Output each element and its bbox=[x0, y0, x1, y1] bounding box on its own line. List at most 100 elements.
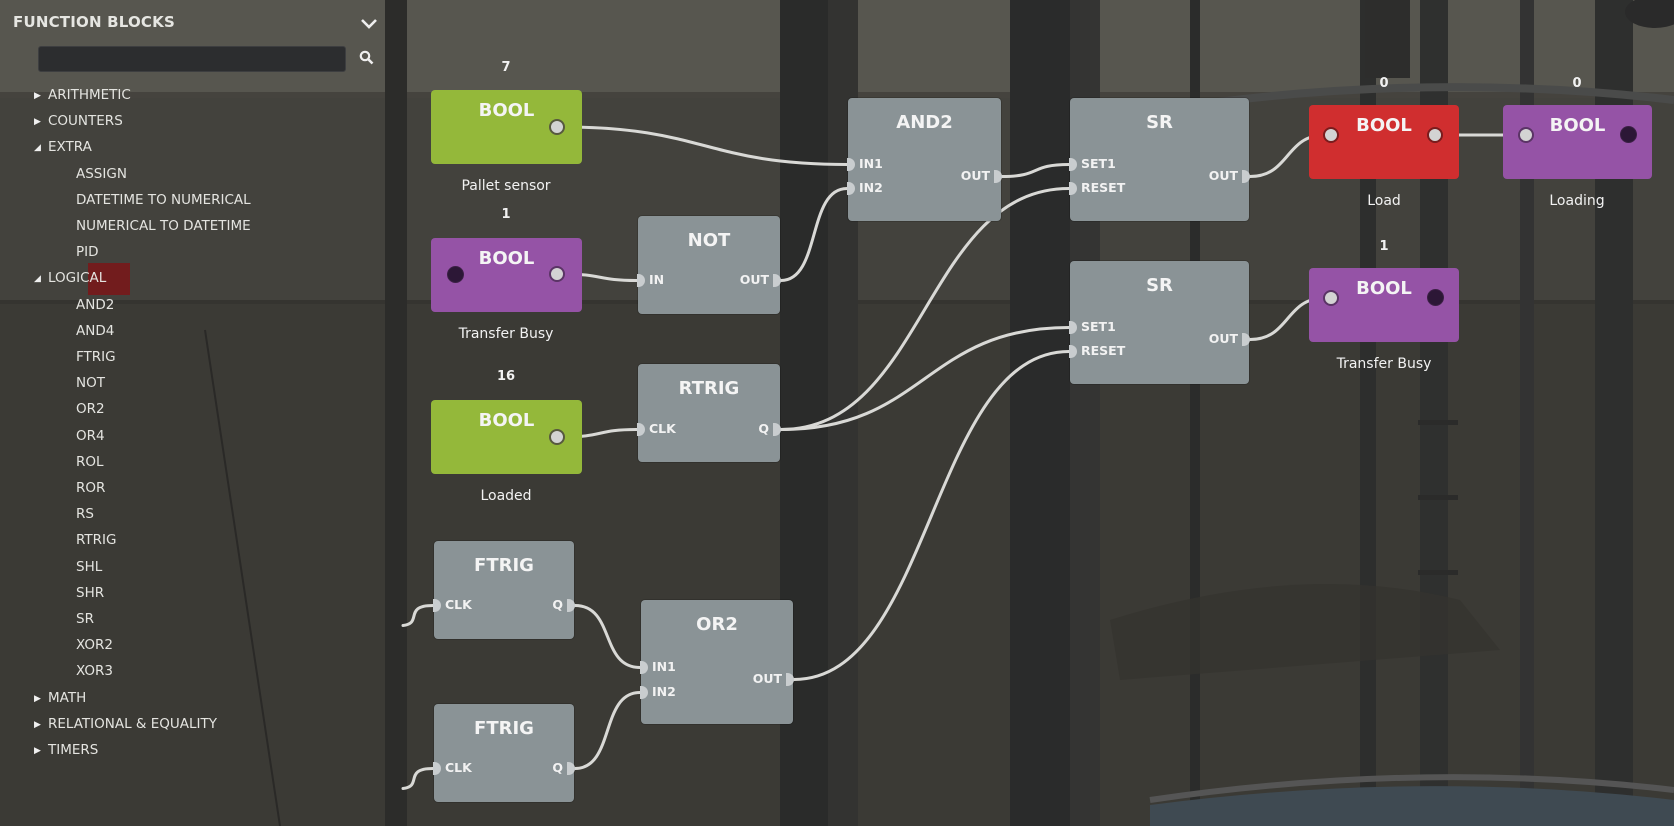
tree-item-xor3[interactable]: XOR3 bbox=[76, 663, 113, 679]
connector-icon[interactable] bbox=[1069, 182, 1077, 195]
output-port-q[interactable]: Q bbox=[758, 421, 781, 436]
connector-icon[interactable] bbox=[1069, 321, 1077, 334]
connector-icon[interactable] bbox=[1242, 333, 1250, 346]
function-block-ftrig[interactable]: FTRIG CLK Q bbox=[433, 704, 575, 802]
function-block-and2[interactable]: AND2 IN1 IN2 OUT bbox=[847, 98, 1002, 221]
tree-item-datetime-to-numerical[interactable]: DATETIME TO NUMERICAL bbox=[76, 192, 251, 208]
input-port-set1[interactable]: SET1 bbox=[1069, 156, 1116, 171]
connector-icon[interactable] bbox=[567, 762, 575, 775]
collapsed-triangle-icon[interactable]: ▶ bbox=[34, 746, 41, 756]
input-port-in1[interactable]: IN1 bbox=[847, 156, 883, 171]
input-port-in[interactable]: IN bbox=[637, 272, 664, 287]
input-port-in2[interactable]: IN2 bbox=[847, 180, 883, 195]
tree-item-and2[interactable]: AND2 bbox=[76, 297, 115, 313]
output-port-q[interactable]: Q bbox=[552, 597, 575, 612]
collapsed-triangle-icon[interactable]: ▶ bbox=[34, 720, 41, 730]
variable-node-loading[interactable]: BOOL bbox=[1503, 105, 1652, 179]
input-port-reset[interactable]: RESET bbox=[1069, 343, 1125, 358]
output-port-q[interactable]: Q bbox=[552, 760, 575, 775]
function-block-sr[interactable]: SR SET1 RESET OUT bbox=[1069, 98, 1250, 221]
connector-icon[interactable] bbox=[637, 274, 645, 287]
connector-icon[interactable] bbox=[1069, 158, 1077, 171]
connector-icon[interactable] bbox=[994, 170, 1002, 183]
output-port-dot[interactable] bbox=[1427, 127, 1443, 143]
output-port-out[interactable]: OUT bbox=[961, 168, 1002, 183]
variable-node-loaded[interactable]: BOOL bbox=[431, 400, 582, 474]
tree-item-rs[interactable]: RS bbox=[76, 506, 94, 522]
connector-icon[interactable] bbox=[786, 673, 794, 686]
output-port-out[interactable]: OUT bbox=[753, 671, 794, 686]
input-port-dot[interactable] bbox=[1518, 127, 1534, 143]
output-port-out[interactable]: OUT bbox=[1209, 168, 1250, 183]
tree-category-arithmetic[interactable]: ▶ARITHMETIC bbox=[34, 87, 131, 103]
expanded-triangle-icon[interactable]: ◢ bbox=[34, 143, 41, 153]
function-block-ftrig[interactable]: FTRIG CLK Q bbox=[433, 541, 575, 639]
input-port-in2[interactable]: IN2 bbox=[640, 684, 676, 699]
tree-category-timers[interactable]: ▶TIMERS bbox=[34, 742, 98, 758]
input-port-clk[interactable]: CLK bbox=[637, 421, 676, 436]
input-port-clk[interactable]: CLK bbox=[433, 597, 472, 612]
search-input[interactable] bbox=[38, 46, 346, 72]
tree-item-assign[interactable]: ASSIGN bbox=[76, 166, 127, 182]
tree-item-xor2[interactable]: XOR2 bbox=[76, 637, 113, 653]
connector-icon[interactable] bbox=[433, 762, 441, 775]
expanded-triangle-icon[interactable]: ◢ bbox=[34, 274, 41, 284]
output-port-dot[interactable] bbox=[1427, 289, 1444, 306]
tree-item-ftrig[interactable]: FTRIG bbox=[76, 349, 116, 365]
tree-item-ror[interactable]: ROR bbox=[76, 480, 106, 496]
connector-icon[interactable] bbox=[637, 423, 645, 436]
output-port-dot[interactable] bbox=[1620, 126, 1637, 143]
function-block-rtrig[interactable]: RTRIG CLK Q bbox=[637, 364, 781, 462]
variable-node-pallet-sensor[interactable]: BOOL bbox=[431, 90, 582, 164]
output-port-dot[interactable] bbox=[549, 266, 565, 282]
tree-item-or4[interactable]: OR4 bbox=[76, 428, 105, 444]
function-block-or2[interactable]: OR2 IN1 IN2 OUT bbox=[640, 600, 794, 724]
tree-item-sr[interactable]: SR bbox=[76, 611, 94, 627]
connector-icon[interactable] bbox=[640, 686, 648, 699]
tree-item-shr[interactable]: SHR bbox=[76, 585, 105, 601]
tree-category-relational-equality[interactable]: ▶RELATIONAL & EQUALITY bbox=[34, 716, 217, 732]
connector-icon[interactable] bbox=[847, 158, 855, 171]
connector-icon[interactable] bbox=[847, 182, 855, 195]
connector-icon[interactable] bbox=[1069, 345, 1077, 358]
tree-item-and4[interactable]: AND4 bbox=[76, 323, 115, 339]
output-port-out[interactable]: OUT bbox=[1209, 331, 1250, 346]
function-block-not[interactable]: NOT IN OUT bbox=[637, 216, 781, 314]
tree-item-pid[interactable]: PID bbox=[76, 244, 99, 260]
connector-icon[interactable] bbox=[773, 274, 781, 287]
tree-item-or2[interactable]: OR2 bbox=[76, 401, 105, 417]
function-block-sr[interactable]: SR SET1 RESET OUT bbox=[1069, 261, 1250, 384]
connector-icon[interactable] bbox=[433, 599, 441, 612]
variable-node-load[interactable]: BOOL bbox=[1309, 105, 1459, 179]
tree-item-numerical-to-datetime[interactable]: NUMERICAL TO DATETIME bbox=[76, 218, 251, 234]
chevron-down-icon[interactable] bbox=[358, 12, 380, 34]
input-port-dot[interactable] bbox=[447, 266, 464, 283]
collapsed-triangle-icon[interactable]: ▶ bbox=[34, 91, 41, 101]
tree-item-rol[interactable]: ROL bbox=[76, 454, 104, 470]
collapsed-triangle-icon[interactable]: ▶ bbox=[34, 117, 41, 127]
input-port-clk[interactable]: CLK bbox=[433, 760, 472, 775]
output-port-dot[interactable] bbox=[549, 119, 565, 135]
tree-item-rtrig[interactable]: RTRIG bbox=[76, 532, 117, 548]
variable-node-transfer-busy[interactable]: BOOL bbox=[431, 238, 582, 312]
connector-icon[interactable] bbox=[640, 661, 648, 674]
variable-node-transfer-busy-output[interactable]: BOOL bbox=[1309, 268, 1459, 342]
output-port-out[interactable]: OUT bbox=[740, 272, 781, 287]
input-port-set1[interactable]: SET1 bbox=[1069, 319, 1116, 334]
output-port-dot[interactable] bbox=[549, 429, 565, 445]
input-port-dot[interactable] bbox=[1323, 290, 1339, 306]
search-icon[interactable] bbox=[358, 49, 376, 67]
tree-category-math[interactable]: ▶MATH bbox=[34, 690, 86, 706]
input-port-reset[interactable]: RESET bbox=[1069, 180, 1125, 195]
input-port-in1[interactable]: IN1 bbox=[640, 659, 676, 674]
tree-category-counters[interactable]: ▶COUNTERS bbox=[34, 113, 123, 129]
tree-item-shl[interactable]: SHL bbox=[76, 559, 103, 575]
connector-icon[interactable] bbox=[567, 599, 575, 612]
tree-item-not[interactable]: NOT bbox=[76, 375, 105, 391]
input-port-dot[interactable] bbox=[1323, 127, 1339, 143]
tree-category-logical[interactable]: ◢LOGICAL bbox=[34, 270, 106, 286]
connector-icon[interactable] bbox=[1242, 170, 1250, 183]
tree-category-extra[interactable]: ◢EXTRA bbox=[34, 139, 92, 155]
connector-icon[interactable] bbox=[773, 423, 781, 436]
collapsed-triangle-icon[interactable]: ▶ bbox=[34, 694, 41, 704]
